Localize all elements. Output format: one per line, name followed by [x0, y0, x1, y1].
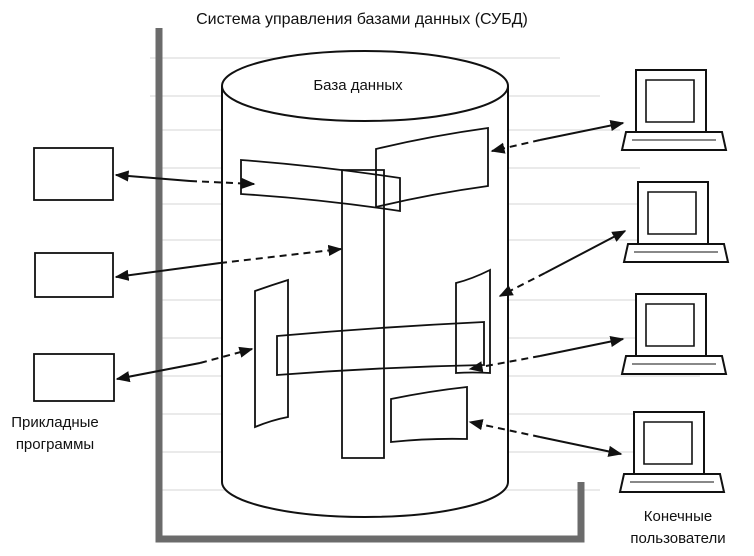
- users-label-line2: пользователи: [630, 530, 725, 547]
- terminal-icon[interactable]: [622, 181, 730, 263]
- user3-arrow: [539, 336, 625, 357]
- app1-arrow-dashed: [189, 177, 256, 190]
- user1-arrow-dashed: [490, 139, 541, 154]
- applications-label-line1: Прикладные: [11, 414, 99, 431]
- data-views: [240, 126, 491, 459]
- terminal-icon[interactable]: [620, 293, 728, 375]
- database-title: База данных: [313, 77, 403, 94]
- app3-arrow: [115, 362, 201, 383]
- view-top-right: [375, 126, 489, 209]
- app3-arrow-dashed: [199, 346, 254, 364]
- user2-arrow: [544, 230, 627, 274]
- view-vertical: [341, 169, 385, 459]
- application-box-1[interactable]: [33, 147, 114, 201]
- app2-arrow: [114, 262, 221, 281]
- view-right-mid: [455, 268, 491, 374]
- database-cylinder: [221, 50, 509, 518]
- application-box-2[interactable]: [34, 252, 114, 298]
- user1-arrow: [539, 120, 625, 141]
- users-label-line1: Конечные: [644, 508, 712, 525]
- view-top-left: [240, 159, 401, 213]
- applications-label-line2: программы: [16, 436, 94, 453]
- app2-arrow-dashed: [219, 244, 343, 264]
- user4-arrow: [539, 436, 623, 457]
- application-box-3[interactable]: [33, 353, 115, 402]
- terminal-icon[interactable]: [618, 411, 726, 493]
- dbms-frame: [155, 28, 585, 543]
- terminal-icon[interactable]: [620, 69, 728, 151]
- view-bottom: [390, 385, 468, 443]
- view-middle: [276, 321, 485, 376]
- view-left: [254, 278, 289, 429]
- dbms-title: Система управления базами данных (СУБД): [196, 11, 528, 28]
- app1-arrow: [114, 170, 191, 182]
- user2-arrow-dashed: [498, 272, 546, 297]
